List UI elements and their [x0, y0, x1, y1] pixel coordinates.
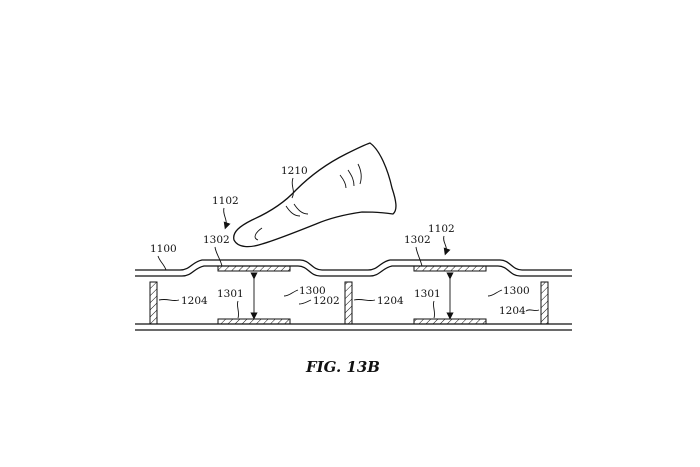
label-1302-right: 1302 [404, 234, 431, 246]
label-1102-left: 1102 [212, 195, 239, 207]
label-1102-right: 1102 [428, 223, 455, 235]
figure-caption: FIG. 13B [305, 358, 380, 376]
label-1300-right: 1300 [503, 285, 530, 297]
finger-illustration [233, 142, 397, 248]
spacer-middle [344, 281, 353, 325]
label-1204-middle: 1204 [377, 295, 404, 307]
upper-electrode-right [413, 265, 487, 272]
lower-electrode-right [413, 318, 487, 325]
label-1300-left: 1300 [299, 285, 326, 297]
label-1204-right: 1204 [499, 305, 526, 317]
spacer-right [540, 281, 549, 325]
label-1301-right: 1301 [414, 288, 441, 300]
lower-electrode-left [217, 318, 291, 325]
label-1202: 1202 [313, 295, 340, 307]
label-1302-left: 1302 [203, 234, 230, 246]
label-1210: 1210 [281, 165, 308, 177]
label-1204-left: 1204 [181, 295, 208, 307]
spacer-left [149, 281, 158, 325]
device-stack [135, 259, 572, 331]
upper-electrode-left [217, 265, 291, 272]
label-1301-left: 1301 [217, 288, 244, 300]
label-1100: 1100 [150, 243, 177, 255]
reference-labels: 1210 1102 1102 1100 1302 1302 1301 1301 … [150, 165, 540, 319]
